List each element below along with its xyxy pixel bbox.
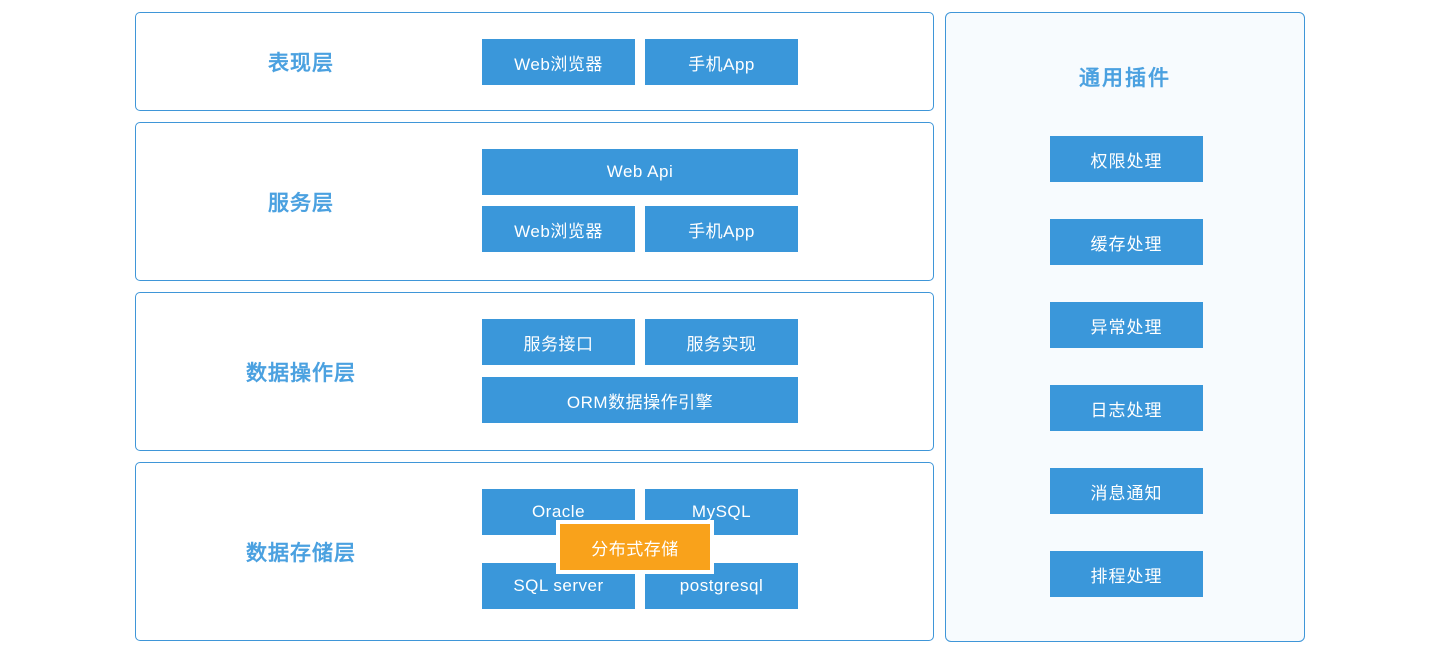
node-sql-server: SQL server xyxy=(482,563,635,609)
node-web-browser: Web浏览器 xyxy=(482,39,635,85)
plugin-permission-handling: 权限处理 xyxy=(1050,136,1203,182)
node-distributed-storage: 分布式存储 xyxy=(556,520,714,574)
layer-title-data-storage: 数据存储层 xyxy=(246,541,356,565)
layer-box-data-storage: 数据存储层 Oracle MySQL SQL server postgresql… xyxy=(135,462,934,641)
layer-box-service: 服务层 Web Api Web浏览器 手机App xyxy=(135,122,934,281)
node-service-implementation: 服务实现 xyxy=(645,319,798,365)
node-web-api: Web Api xyxy=(482,149,798,195)
layer-box-data-operation: 数据操作层 服务接口 服务实现 ORM数据操作引擎 xyxy=(135,292,934,451)
node-web-browser: Web浏览器 xyxy=(482,206,635,252)
plugin-log-handling: 日志处理 xyxy=(1050,385,1203,431)
node-mobile-app: 手机App xyxy=(645,39,798,85)
node-orm-engine: ORM数据操作引擎 xyxy=(482,377,798,423)
layer-title-service: 服务层 xyxy=(268,191,334,215)
plugin-schedule-handling: 排程处理 xyxy=(1050,551,1203,597)
node-postgresql: postgresql xyxy=(645,563,798,609)
layer-box-presentation: 表现层 Web浏览器 手机App xyxy=(135,12,934,111)
plugins-panel: 通用插件 权限处理 缓存处理 异常处理 日志处理 消息通知 排程处理 xyxy=(945,12,1305,642)
layer-title-data-operation: 数据操作层 xyxy=(246,361,356,385)
node-mobile-app: 手机App xyxy=(645,206,798,252)
plugin-cache-handling: 缓存处理 xyxy=(1050,219,1203,265)
plugin-exception-handling: 异常处理 xyxy=(1050,302,1203,348)
plugin-message-notification: 消息通知 xyxy=(1050,468,1203,514)
plugins-panel-title: 通用插件 xyxy=(1079,67,1171,90)
layer-title-presentation: 表现层 xyxy=(268,51,334,75)
node-service-interface: 服务接口 xyxy=(482,319,635,365)
